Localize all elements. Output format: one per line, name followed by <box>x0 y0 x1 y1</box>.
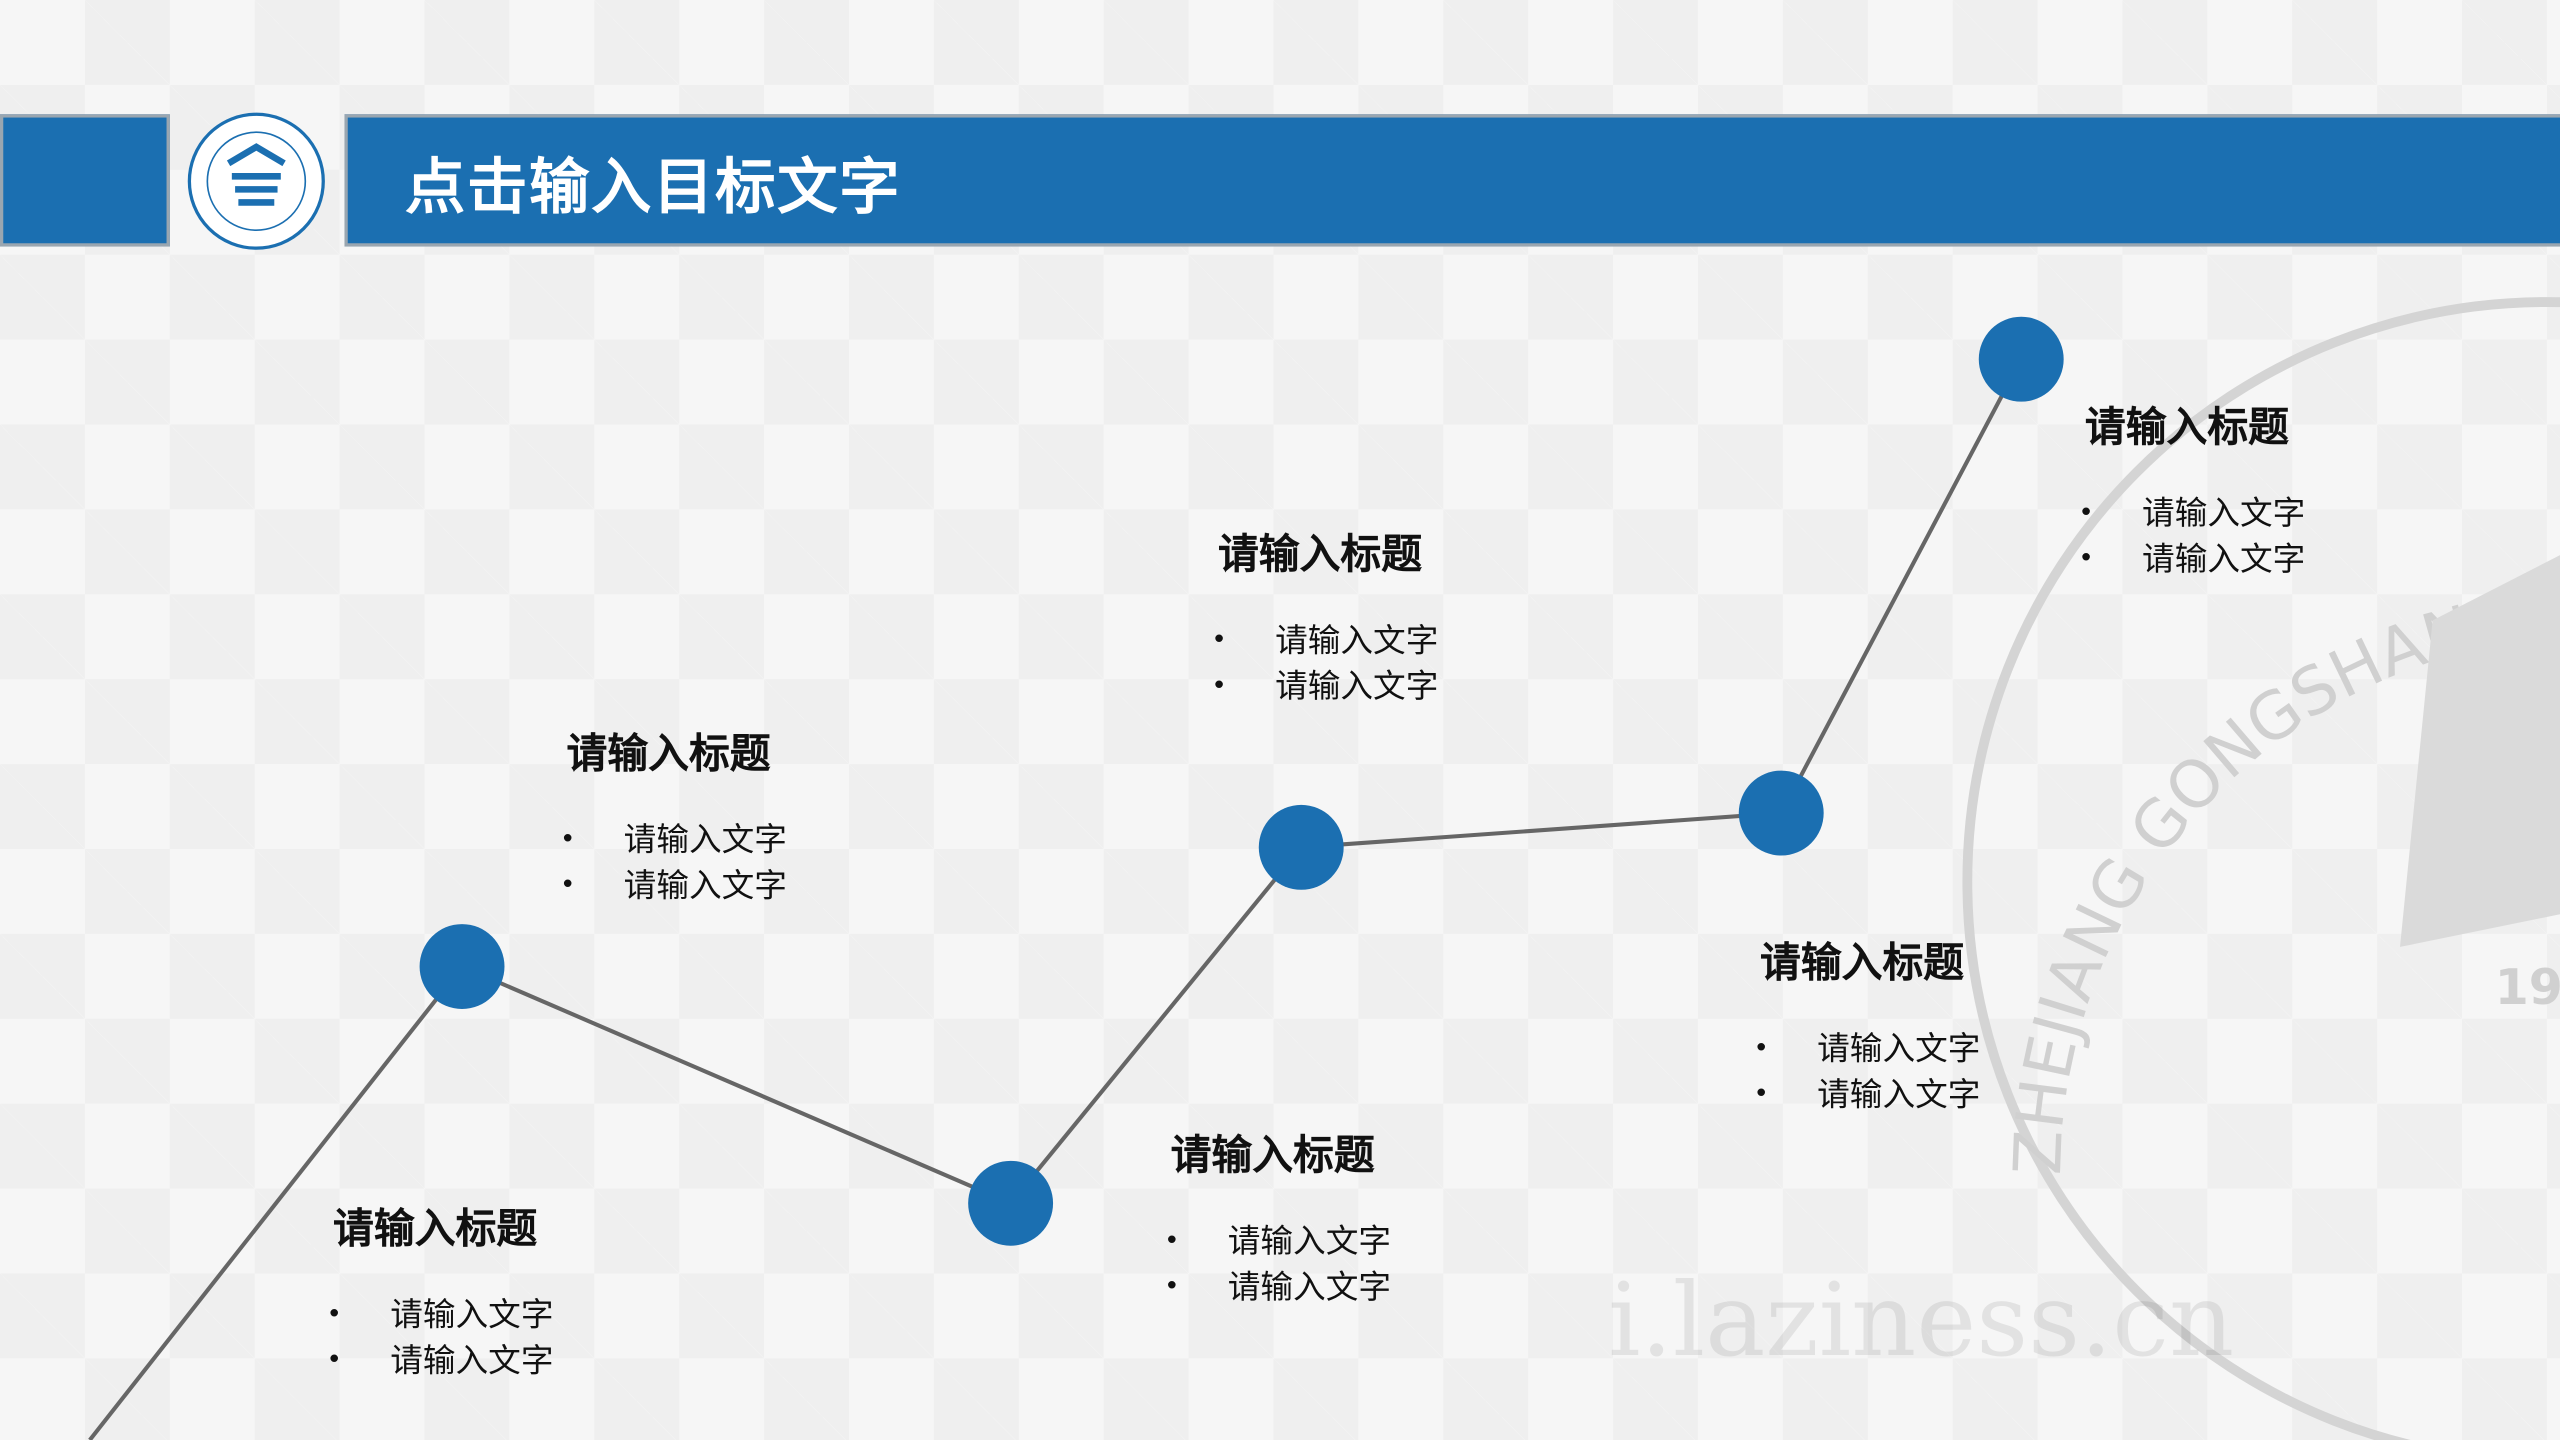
milestone-block: 请输入标题请输入文字请输入文字 <box>327 1197 554 1383</box>
header-bar <box>344 114 2560 247</box>
timeline-node <box>968 1160 1054 1246</box>
timeline-connector <box>1009 846 1303 1205</box>
milestone-item: 请输入文字 <box>560 862 787 908</box>
milestone-item: 请输入文字 <box>1211 617 1438 663</box>
seal-year: 19 <box>2495 959 2560 1016</box>
milestone-block: 请输入标题请输入文字请输入文字 <box>1164 1123 1391 1310</box>
milestone-block: 请输入标题请输入文字请输入文字 <box>2078 395 2305 582</box>
milestone-list: 请输入文字请输入文字 <box>1164 1218 1391 1310</box>
timeline-connector <box>88 965 464 1440</box>
timeline-node <box>419 924 505 1009</box>
milestone-item: 请输入文字 <box>327 1337 554 1383</box>
watermark-text: i.laziness.cn <box>1608 1260 2235 1380</box>
timeline-node <box>1258 804 1344 890</box>
timeline-node <box>1738 770 1824 856</box>
milestone-block: 请输入标题请输入文字请输入文字 <box>1211 522 1438 709</box>
timeline-connector <box>1301 811 1782 850</box>
milestone-item: 请输入文字 <box>2078 536 2305 582</box>
milestone-list: 请输入文字请输入文字 <box>327 1291 554 1383</box>
page-title: 点击输入目标文字 <box>404 151 902 223</box>
milestone-item: 请输入文字 <box>2078 490 2305 536</box>
milestone-item: 请输入文字 <box>560 816 787 862</box>
milestone-title: 请输入标题 <box>1170 1131 1375 1179</box>
milestone-block: 请输入标题请输入文字请输入文字 <box>560 722 787 908</box>
milestone-title: 请输入标题 <box>566 729 771 778</box>
milestone-item: 请输入文字 <box>1164 1218 1391 1264</box>
milestone-item: 请输入文字 <box>1753 1071 1980 1117</box>
milestone-item: 请输入文字 <box>327 1291 554 1337</box>
milestone-title: 请输入标题 <box>2084 403 2290 451</box>
milestone-item: 请输入文字 <box>1164 1264 1391 1310</box>
milestone-item: 请输入文字 <box>1753 1025 1980 1071</box>
milestone-title: 请输入标题 <box>333 1204 538 1253</box>
milestone-item: 请输入文字 <box>1211 663 1438 709</box>
header-left-bar <box>0 114 170 247</box>
milestone-block: 请输入标题请输入文字请输入文字 <box>1753 931 1980 1117</box>
milestone-title: 请输入标题 <box>1217 530 1423 578</box>
milestone-list: 请输入文字请输入文字 <box>560 816 787 908</box>
timeline-connector <box>1779 358 2024 815</box>
milestone-title: 请输入标题 <box>1759 938 1965 987</box>
timeline-connector <box>461 964 1012 1206</box>
milestone-list: 请输入文字请输入文字 <box>2078 490 2305 582</box>
milestone-list: 请输入文字请输入文字 <box>1753 1025 1980 1117</box>
milestone-list: 请输入文字请输入文字 <box>1211 617 1438 709</box>
timeline-node <box>1978 316 2064 402</box>
